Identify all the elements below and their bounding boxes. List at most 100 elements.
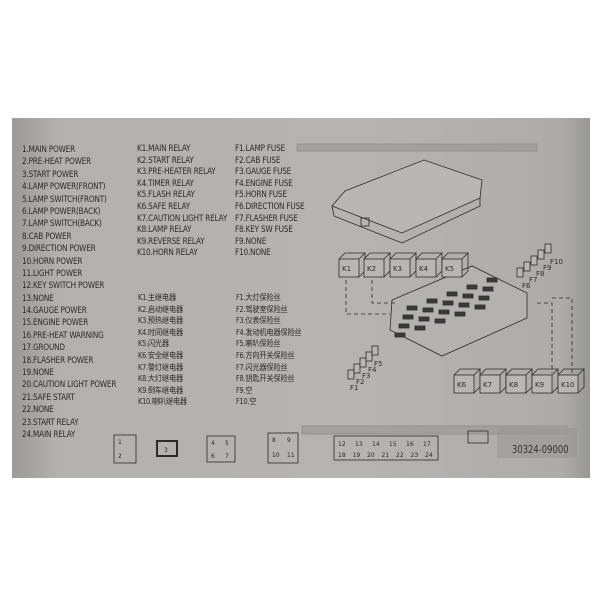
list-item: K4.时间继电器 — [138, 327, 183, 337]
lid-latch — [360, 217, 370, 227]
connector — [156, 440, 178, 457]
list-item: 7.LAMP SWITCH(BACK) — [22, 219, 102, 230]
fuse-slot — [486, 277, 498, 283]
fuse — [371, 345, 379, 356]
relay — [441, 258, 463, 278]
part-number: 30324-09000 — [512, 443, 569, 456]
list-item: K2.START RELAY — [137, 155, 194, 166]
fuse-slot — [418, 316, 430, 322]
relay — [389, 258, 411, 278]
connector-pin-label: 12 — [338, 441, 346, 448]
connector — [267, 432, 299, 464]
relay-label: K3 — [393, 265, 402, 273]
connector-pin-label: 24 — [425, 452, 433, 459]
list-item: F1.LAMP FUSE — [235, 144, 285, 154]
relay-label: K7 — [483, 381, 492, 389]
list-item: K8.大灯继电器 — [138, 374, 183, 384]
big-connector — [333, 435, 439, 461]
list-item: K2.启动继电器 — [138, 304, 183, 314]
relay — [479, 374, 501, 394]
list-item: K4.TIMER RELAY — [137, 178, 194, 189]
connector-pin-label: 11 — [287, 452, 295, 459]
relay-top — [557, 368, 585, 394]
list-item: K1.MAIN RELAY — [137, 144, 191, 154]
list-item: K9.倒车继电器 — [138, 385, 183, 395]
fuse-slot — [458, 302, 470, 308]
fuse-slot — [394, 332, 406, 338]
connector-pin-label: 20 — [367, 452, 375, 459]
list-item: K7.CAUTION LIGHT RELAY — [137, 213, 228, 224]
connector-pin-label: 6 — [211, 453, 215, 460]
connector-pin-label: 14 — [372, 441, 380, 448]
fuse-label: F1 — [350, 384, 358, 392]
connector-pin-label: 22 — [396, 452, 404, 459]
list-item: 22.NONE — [22, 405, 54, 416]
connector-pin-label: 5 — [225, 440, 229, 447]
part-number-plate — [497, 428, 577, 458]
fuse — [353, 363, 361, 374]
list-item: 6.LAMP POWER(BACK) — [22, 206, 101, 217]
list-item: K1.主继电器 — [138, 293, 176, 302]
fuse — [523, 261, 531, 272]
connector-pin-label: 7 — [225, 453, 229, 460]
list-item: 14.GAUGE POWER — [22, 306, 87, 317]
fuse-slot — [454, 311, 466, 317]
fuse-label: F3 — [362, 372, 370, 380]
fuse-label: F7 — [529, 276, 537, 284]
list-item: 2.PRE-HEAT POWER — [22, 157, 91, 168]
connector — [206, 435, 236, 463]
list-item: 23.START RELAY — [22, 417, 79, 428]
fuse-slot — [438, 309, 450, 315]
list-item: F4.发动机电器保险丝 — [236, 327, 302, 337]
list-item: F5.喇叭保险丝 — [236, 339, 281, 349]
fuse-slot — [482, 286, 494, 292]
list-item: F7.闪光器保险丝 — [236, 362, 288, 372]
fuse-label: F9 — [543, 264, 551, 272]
fuse-label: F8 — [536, 270, 544, 278]
list-item: 24.MAIN RELAY — [22, 429, 76, 440]
connector-pin-label: 10 — [272, 452, 280, 459]
list-item: 17.GROUND — [22, 343, 65, 354]
list-item: F7.FLASHER FUSE — [235, 213, 298, 224]
list-item: F9.NONE — [235, 236, 267, 247]
list-item: 10.HORN POWER — [22, 256, 83, 267]
fuse-slot — [462, 293, 474, 299]
list-item: 13.NONE — [22, 293, 54, 304]
list-item: 19.NONE — [22, 368, 54, 379]
connector-pin-label: 1 — [118, 439, 122, 446]
fuse-slot — [406, 305, 418, 311]
fuse-slot — [402, 314, 414, 320]
relay — [531, 374, 553, 394]
list-item: F4.ENGINE FUSE — [235, 178, 293, 189]
fuse-slot — [414, 325, 426, 331]
fuse-label: F2 — [356, 378, 364, 386]
list-item: 21.SAFE START — [22, 392, 75, 403]
fuse — [359, 357, 367, 368]
list-item: 5.LAMP SWITCH(FRONT) — [22, 194, 107, 205]
connector-pin-label: 2 — [118, 453, 122, 460]
fuse-slot — [474, 304, 486, 310]
fuse-slot — [478, 295, 490, 301]
fuse-slot — [434, 318, 446, 324]
list-item: 9.DIRECTION POWER — [22, 244, 96, 255]
connector-pin-label: 18 — [338, 452, 346, 459]
fuse-label: F10 — [550, 258, 563, 266]
list-item: F8.钥匙开关保险丝 — [236, 374, 295, 384]
fuse — [365, 351, 373, 362]
list-item: 16.PRE-HEAT WARNING — [22, 330, 104, 341]
connector-pin-label: 4 — [211, 440, 215, 447]
lid-side — [331, 198, 481, 244]
list-item: 15.ENGINE POWER — [22, 318, 89, 329]
relay — [338, 258, 360, 278]
fuse — [544, 243, 552, 254]
connector-pin-label: 16 — [406, 441, 414, 448]
relay — [415, 258, 437, 278]
list-item: K3.PRE-HEATER RELAY — [137, 167, 216, 178]
relay — [505, 374, 527, 394]
list-item: F1.大灯保险丝 — [236, 293, 281, 302]
